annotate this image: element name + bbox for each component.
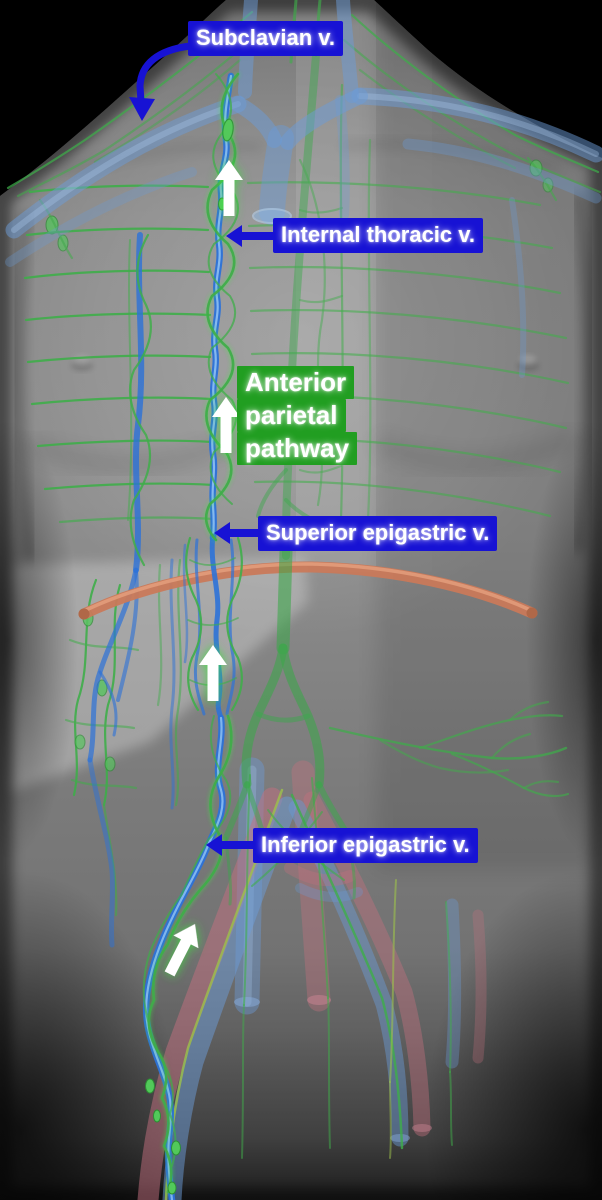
pathway-label-line-3: pathway [237,432,358,465]
label-internal-thoracic-vein: Internal thoracic v. [273,218,483,253]
venous-network [5,0,602,948]
label-anterior-parietal-pathway: Anterior parietal pathway [237,366,358,465]
curved-pointer-subclavian-icon [136,42,191,103]
label-inferior-epigastric-vein: Inferior epigastric v. [253,828,478,863]
costal-margin [78,561,538,620]
label-superior-epigastric-vein-text: Superior epigastric v. [266,520,490,545]
pointer-superior-epigastric-icon [214,522,259,544]
pathway-label-line-2: parietal [237,399,346,432]
pathway-label-line-1: Anterior [237,366,355,399]
curved-pointer-head-icon [129,97,155,121]
pointer-internal-thoracic-icon [226,225,274,247]
nipple-right [517,355,539,371]
pointer-arrows [129,42,274,856]
label-subclavian-vein: Subclavian v. [188,21,343,56]
label-superior-epigastric-vein: Superior epigastric v. [258,516,498,551]
label-internal-thoracic-vein-text: Internal thoracic v. [281,222,475,247]
label-subclavian-vein-text: Subclavian v. [196,25,335,50]
label-inferior-epigastric-vein-text: Inferior epigastric v. [261,832,470,857]
pathway-lymphatics [142,72,240,1195]
pointer-inferior-epigastric-icon [206,834,254,856]
lymphatic-trunk-tree [223,545,356,906]
